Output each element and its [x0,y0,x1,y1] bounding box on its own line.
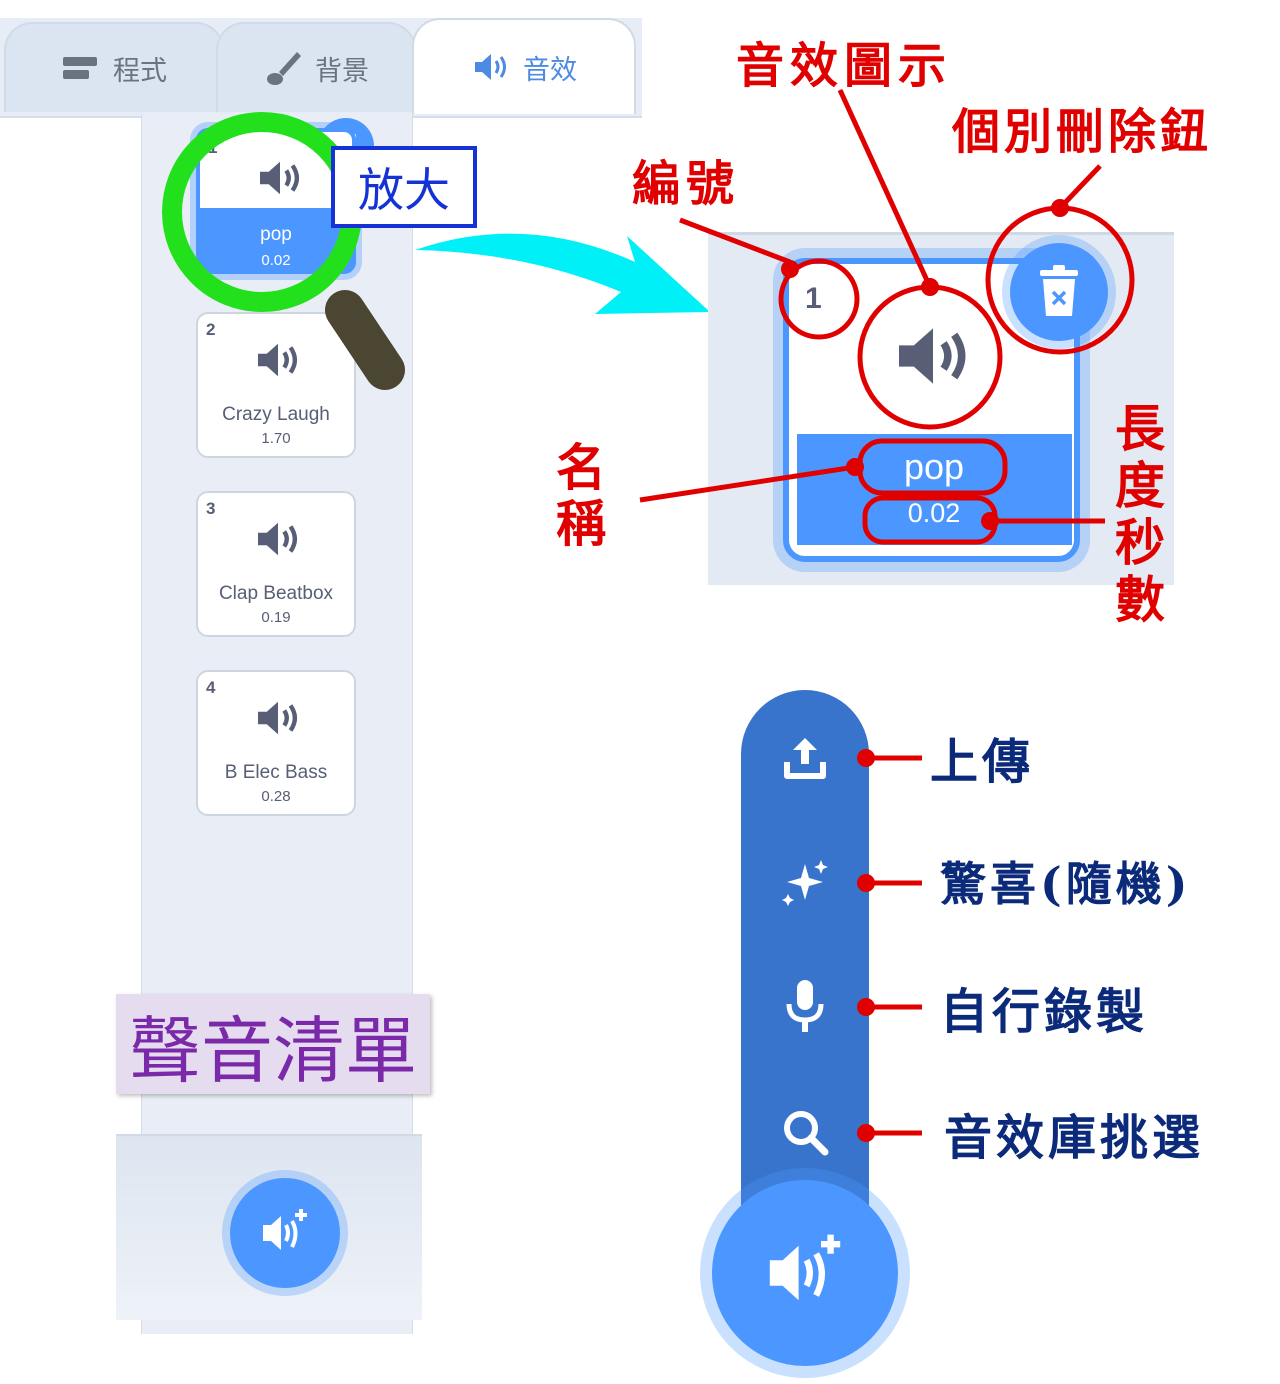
annotation-callouts [639,88,1135,545]
sound-name: Crazy Laugh [222,404,330,425]
tab-backdrop[interactable]: 背景 [216,22,416,112]
sound-number: 3 [206,499,216,518]
divider [797,545,1072,547]
surprise-sound-button[interactable] [741,852,869,912]
annotation-number: 編號 [632,156,741,212]
enlarged-band [797,434,1072,546]
add-sound-button-large[interactable] [712,1180,898,1366]
annotation-duration-char: 數 [1115,570,1165,629]
tab-label: 程式 [113,55,167,87]
menu-label-surprise: 驚喜(隨機) [940,857,1192,911]
annotation-name: 名 稱 [556,440,616,552]
speaker-icon [258,701,298,735]
upload-sound-button[interactable] [741,728,869,788]
annotation-delete-button: 個別刪除鈕 [952,104,1213,160]
enlarged-sound-number: 1 [805,282,822,315]
paint-brush-icon [267,52,301,85]
zoom-label: 放大 [331,146,477,228]
speaker-icon [258,522,298,556]
sound-duration: 0.19 [261,609,291,626]
add-sound-menu [741,690,869,1250]
enlarged-sound-name: pop [903,446,965,487]
choose-sound-button[interactable] [741,1102,869,1162]
speaker-icon [899,328,966,384]
upload-icon [784,738,826,779]
annotation-sound-icon: 音效圖示 [736,38,953,94]
sound-item[interactable]: 3 Clap Beatbox 0.19 [196,491,356,637]
sound-name: pop [260,224,292,245]
menu-callouts [857,749,922,1142]
add-sound-icon [769,1234,841,1301]
menu-label-upload: 上傳 [930,734,1035,790]
sound-name: Clap Beatbox [218,583,334,604]
speaker-icon [260,161,300,195]
tab-label: 音效 [523,54,577,86]
search-icon [784,1111,829,1156]
tab-sounds[interactable]: 音效 [412,18,636,114]
trash-icon [1040,265,1078,316]
menu-label-choose: 音效庫挑選 [944,1110,1205,1166]
enlarged-delete-button[interactable] [1010,243,1108,341]
code-blocks-icon [63,57,97,79]
annotation-duration-char: 度 [1115,456,1165,515]
enlarged-sound-duration: 0.02 [907,498,961,528]
surprise-sparkle-icon [782,860,828,906]
annotation-duration: 長 度 秒 數 [1115,400,1175,628]
sound-item[interactable]: 2 Crazy Laugh 1.70 [196,312,356,458]
annotation-duration-char: 秒 [1115,513,1165,572]
menu-label-record: 自行錄製 [940,984,1149,1040]
record-sound-button[interactable] [741,976,869,1036]
speaker-icon [475,54,506,80]
annotation-name-char: 名 [556,438,606,497]
sound-duration: 1.70 [261,430,291,447]
sound-number: 4 [206,678,216,697]
sound-name: B Elec Bass [224,762,328,783]
sound-item[interactable]: 4 B Elec Bass 0.28 [196,670,356,816]
arrow-icon [415,233,710,314]
sound-list-label: 聲音清單 [116,994,430,1094]
sound-number: 2 [206,320,216,339]
microphone-icon [786,980,824,1032]
sound-duration: 0.02 [261,252,291,269]
annotation-name-char: 稱 [556,494,606,553]
speaker-icon [258,343,298,377]
tab-code[interactable]: 程式 [4,22,224,112]
sound-duration: 0.28 [261,788,291,805]
tab-label: 背景 [315,55,369,87]
annotation-duration-char: 長 [1115,399,1165,458]
add-sound-icon [263,1209,307,1250]
add-sound-button[interactable] [230,1178,340,1288]
